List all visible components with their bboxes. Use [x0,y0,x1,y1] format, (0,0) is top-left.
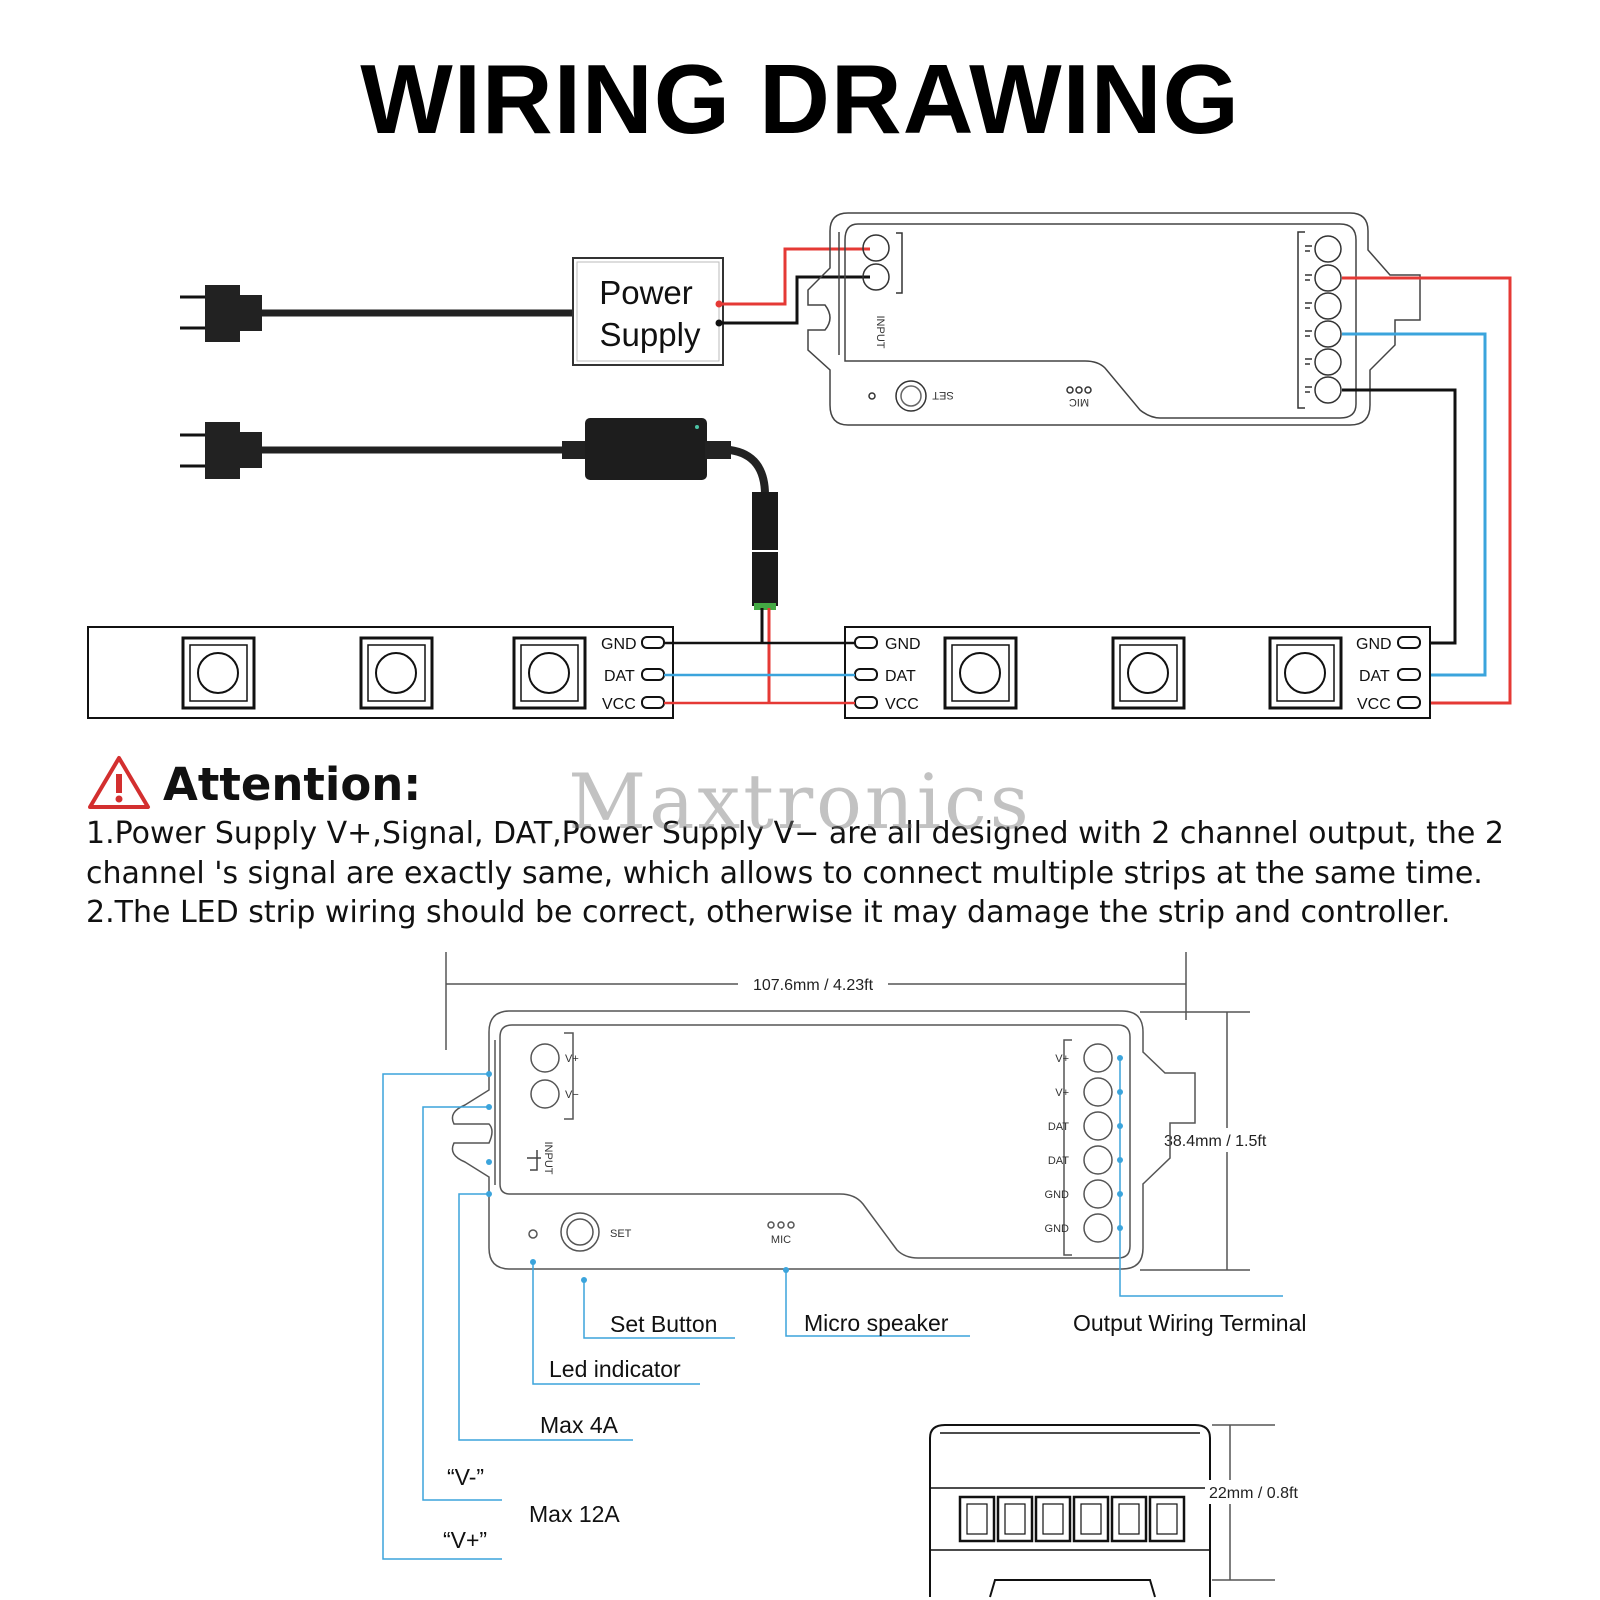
strip-left-gnd-label: GND [601,636,637,653]
power-supply-label-2: Supply [600,316,701,353]
output-label-2: V+ [1055,1087,1069,1099]
watermark: Maxtronics [568,757,1031,846]
power-supply-label-1: Power [599,274,693,311]
attention-line-1: 1.Power Supply V+,Signal, DAT,Power Supp… [86,816,1504,851]
input-label-vminus: V− [565,1089,579,1101]
output-label-5: GND [1045,1189,1070,1201]
strip-right-out-dat-label: DAT [1359,668,1390,685]
ps-vplus-wire [719,247,870,306]
detail-mic-label: MIC [771,1234,791,1246]
attention-line-3: 2.The LED strip wiring should be correct… [86,895,1450,930]
plug-icon [180,422,585,479]
strip-left-vcc-label: VCC [602,696,636,713]
ps-vminus-wire [719,275,870,325]
callout-max-12a: Max 12A [529,1501,620,1527]
leader-set-button [583,1280,735,1339]
dim-depth-label-bg [1205,1480,1317,1504]
leader-micro-speaker [785,1270,970,1337]
led-strip-left: GND DAT VCC [87,626,674,719]
strip-right-in-dat-label: DAT [885,668,916,685]
callout-led-indicator: Led indicator [549,1356,681,1382]
led-chip-icon [181,636,256,710]
strip-right-out-gnd-label: GND [1356,636,1392,653]
led-chip-icon [512,636,587,710]
output-gnd-wire [1342,388,1457,645]
led-strip-right: GND DAT VCC GND DAT VCC [844,626,1431,719]
leader-v-plus [382,1073,502,1560]
power-supply-box: Power Supply [572,257,724,366]
strip-right-in-gnd-label: GND [885,636,921,653]
output-vcc-wire [1342,276,1512,705]
led-chip-icon [943,636,1018,710]
controller-top-mic-label: MIC [1069,396,1089,408]
callout-v-plus: “V+” [443,1527,487,1553]
attention-heading: Attention: [163,758,421,811]
output-dat-wire [1342,332,1487,677]
callout-micro-speaker: Micro speaker [804,1310,949,1336]
controller-top-input-label: INPUT [874,316,886,349]
dim-width-label-bg [738,972,888,996]
callout-v-minus: “V-” [447,1464,484,1490]
detail-set-label: SET [610,1228,632,1240]
dim-width-label: 107.6mm / 4.23ft [753,977,874,994]
strip-right-in-vcc-label: VCC [885,696,919,713]
output-label-6: GND [1045,1223,1070,1235]
input-label-vplus: V+ [565,1053,579,1065]
output-label-4: DAT [1048,1155,1069,1167]
strip-right-out-vcc-label: VCC [1357,696,1391,713]
dim-height-label: 38.4mm / 1.5ft [1164,1133,1267,1150]
callout-markers-left [486,1071,789,1283]
terminal-icon [958,1495,1186,1543]
dim-depth-label: 22mm / 0.8ft [1209,1485,1298,1502]
controller-detail [451,1010,1196,1270]
callout-set-button: Set Button [610,1311,717,1337]
attention-line-2: channel 's signal are exactly same, whic… [86,856,1483,891]
output-label-1: V+ [1055,1053,1069,1065]
warning-icon [88,756,150,809]
controller-side-view [929,1424,1211,1598]
leader-v-minus [422,1106,502,1501]
leader-max-4a [458,1193,633,1441]
page-title: WIRING DRAWING [360,44,1240,154]
adapter-icon [562,418,778,610]
strip-left-dat-label: DAT [604,668,635,685]
output-label-3: DAT [1048,1121,1069,1133]
controller-top [807,212,1421,426]
led-chip-icon [1111,636,1186,710]
callout-output-terminal: Output Wiring Terminal [1073,1310,1307,1336]
input-text: INPUT [542,1142,554,1175]
controller-top-terminal-marks [1305,245,1312,393]
led-chip-icon [359,636,434,710]
output-terminal-leader [1119,1058,1283,1297]
led-chip-icon [1268,636,1343,710]
callout-max-4a: Max 4A [540,1412,619,1438]
leader-led-indicator [532,1262,700,1385]
controller-top-set-label: SET [932,389,954,401]
plug-icon [180,285,572,342]
dim-height-label-bg [1160,1128,1288,1152]
